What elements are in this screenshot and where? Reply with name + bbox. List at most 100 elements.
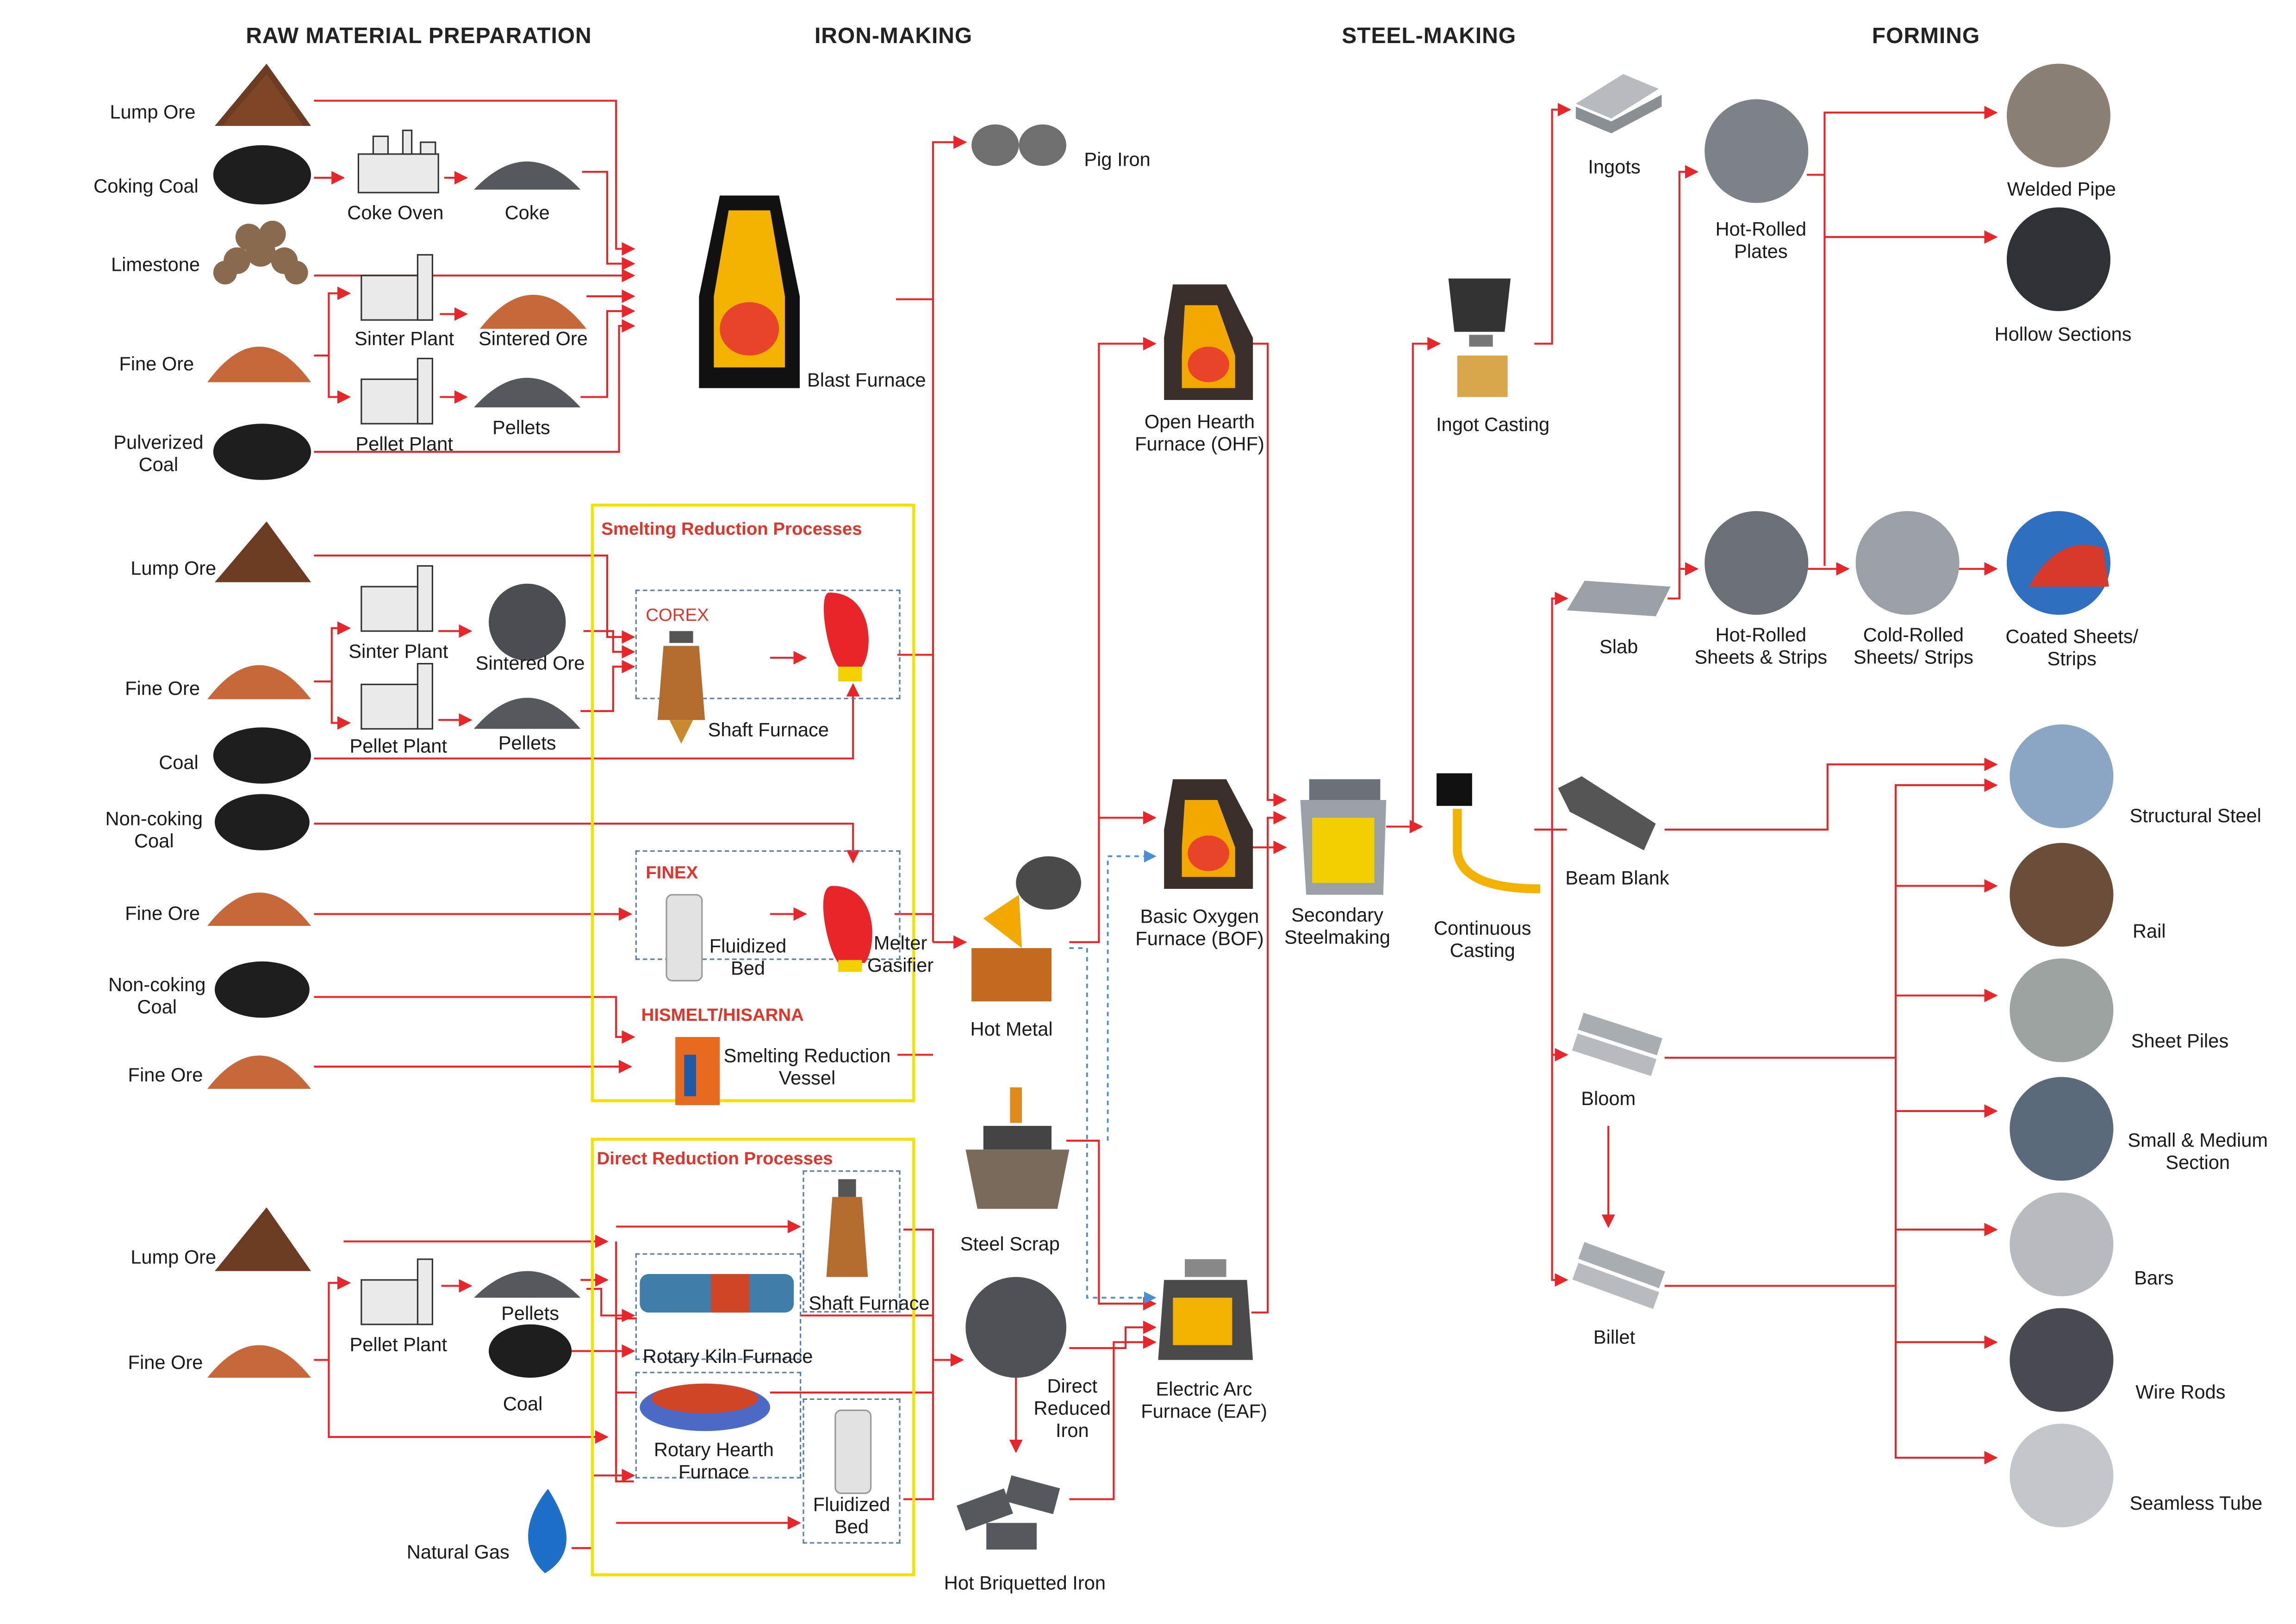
pulverized-coal-icon <box>213 424 311 480</box>
hr-plates-icon <box>1705 99 1809 203</box>
lump-ore-label: Lump Ore <box>131 557 217 580</box>
dri-icon <box>965 1277 1066 1378</box>
pig-iron-icon <box>971 124 1066 166</box>
coke-oven-icon <box>357 130 439 194</box>
fluidized-bed-label: Fluidized Bed <box>709 935 787 980</box>
billet-label: Billet <box>1593 1326 1636 1348</box>
limestone-icon <box>213 220 308 285</box>
rotary-hearth-label: Rotary Hearth Furnace <box>653 1438 774 1483</box>
fine-ore-label: Fine Ore <box>125 902 200 924</box>
pellet-plant-label: Pellet Plant <box>349 1333 447 1355</box>
hot-metal-label: Hot Metal <box>970 1018 1053 1040</box>
coal-icon <box>213 727 311 784</box>
cr-sheets-icon <box>1855 511 1960 615</box>
ingot-casting-label: Ingot Casting <box>1436 413 1550 436</box>
pellet-plant-icon <box>361 1258 434 1325</box>
pulverized-coal-label: Pulverized Coal <box>113 431 204 476</box>
shaft-furnace-icon <box>657 631 705 744</box>
pellets-label: Pellets <box>492 416 550 439</box>
seamless-tube-label: Seamless Tube <box>2129 1492 2263 1514</box>
eaf-label: Electric Arc Furnace (EAF) <box>1141 1378 1267 1422</box>
corex-box <box>635 589 901 700</box>
ingot-casting-icon <box>1448 278 1511 397</box>
structural-steel-icon <box>2010 724 2114 828</box>
bars-label: Bars <box>2134 1267 2174 1289</box>
pig-iron-label: Pig Iron <box>1084 148 1151 170</box>
natural-gas-icon <box>528 1489 566 1574</box>
slab-label: Slab <box>1599 635 1638 658</box>
rail-icon <box>2010 843 2114 947</box>
melter-gasifier-icon <box>823 593 869 681</box>
ingots-label: Ingots <box>1588 156 1641 178</box>
welded-pipe-icon <box>2007 63 2110 168</box>
finex-title: FINEX <box>646 862 698 883</box>
coal-label: Coal <box>503 1393 543 1415</box>
sinter-plant-icon <box>361 565 434 632</box>
smelting-vessel-label: Smelting Reduction Vessel <box>723 1044 891 1089</box>
fluidized-bed-icon <box>666 894 703 982</box>
natural-gas-label: Natural Gas <box>406 1541 510 1563</box>
blast-furnace-icon <box>699 195 800 388</box>
coking-coal-label: Coking Coal <box>93 175 199 197</box>
beam-blank-label: Beam Blank <box>1565 867 1669 889</box>
bloom-icon <box>1572 1012 1662 1076</box>
dr-shaft-box <box>803 1170 901 1313</box>
pellets-icon <box>474 378 581 407</box>
pellet-plant-icon <box>361 663 434 730</box>
secondary-steelmaking-icon <box>1300 779 1387 895</box>
fine-ore-label: Fine Ore <box>128 1351 203 1374</box>
ohf-label: Open Hearth Furnace (OHF) <box>1135 410 1264 455</box>
sheet-piles-icon <box>2010 958 2114 1062</box>
direct-reduction-box <box>591 1137 915 1576</box>
corex-title: COREX <box>646 604 709 625</box>
header-raw-material: RAW MATERIAL PREPARATION <box>246 24 592 49</box>
fine-ore-icon <box>207 893 311 926</box>
fluidized-bed-label: Fluidized Bed <box>813 1493 890 1538</box>
pellet-plant-label: Pellet Plant <box>349 735 447 757</box>
fine-ore-icon <box>207 665 311 700</box>
fine-ore-icon <box>207 346 311 382</box>
lump-ore-label: Lump Ore <box>110 100 196 123</box>
steel-scrap-icon <box>965 1087 1070 1209</box>
seamless-tube-icon <box>2010 1424 2114 1528</box>
fine-ore-icon <box>207 1345 311 1378</box>
fine-ore-icon <box>207 1056 311 1089</box>
dr-hearth-box <box>635 1372 802 1479</box>
bof-label: Basic Oxygen Furnace (BOF) <box>1135 905 1264 950</box>
small-medium-section-icon <box>2010 1077 2114 1181</box>
slab-icon <box>1567 581 1671 617</box>
hr-plates-label: Hot-Rolled Plates <box>1715 218 1807 262</box>
ingots-icon <box>1575 74 1662 133</box>
sintered-ore-icon <box>489 583 566 661</box>
sinter-plant-label: Sinter Plant <box>348 640 448 662</box>
bloom-label: Bloom <box>1581 1087 1636 1110</box>
continuous-casting-label: Continuous Casting <box>1433 917 1531 962</box>
bof-icon <box>1164 779 1253 889</box>
smelting-reduction-box <box>591 504 915 1102</box>
sheet-piles-label: Sheet Piles <box>2131 1030 2229 1052</box>
lump-ore-label: Lump Ore <box>131 1246 217 1268</box>
melter-gasifier-icon <box>823 886 872 972</box>
continuous-casting-icon <box>1437 773 1541 893</box>
secondary-steelmaking-label: Secondary Steelmaking <box>1284 904 1391 948</box>
dr-fluidized-box <box>803 1398 901 1544</box>
melter-gasifier-label: Melter Gasifier <box>867 931 934 976</box>
lump-ore-icon <box>215 63 311 126</box>
sintered-ore-label: Sintered Ore <box>479 327 588 350</box>
sinter-plant-icon <box>361 254 434 321</box>
bars-icon <box>2010 1193 2114 1296</box>
pellets-icon <box>474 698 581 729</box>
pellets-label: Pellets <box>501 1302 560 1324</box>
eaf-icon <box>1158 1259 1253 1360</box>
fine-ore-label: Fine Ore <box>128 1063 203 1086</box>
steel-scrap-label: Steel Scrap <box>960 1232 1060 1255</box>
finex-box <box>635 850 901 960</box>
smelting-vessel-icon <box>675 1037 720 1106</box>
pellet-plant-icon <box>361 357 434 425</box>
rotary-hearth-icon <box>640 1383 770 1431</box>
cr-sheets-label: Cold-Rolled Sheets/ Strips <box>1853 624 1973 668</box>
rotary-kiln-icon <box>640 1274 794 1313</box>
billet-icon <box>1572 1242 1665 1309</box>
